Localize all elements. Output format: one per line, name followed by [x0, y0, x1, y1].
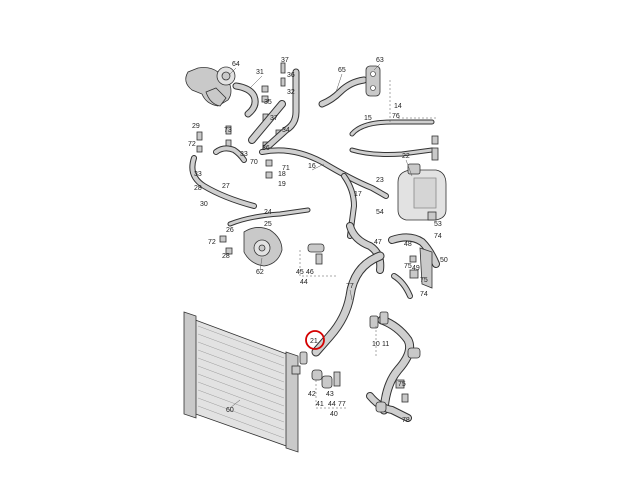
- thermostat-housing: [185, 66, 236, 107]
- callout-75: 75: [404, 263, 412, 270]
- callout-23: 23: [376, 177, 384, 184]
- callout-44b: 44: [328, 401, 336, 408]
- callout-62: 62: [256, 269, 264, 276]
- callout-21: 21: [310, 338, 318, 345]
- callout-16: 16: [308, 163, 316, 170]
- callout-29: 29: [192, 123, 200, 130]
- callout-63: 63: [376, 57, 384, 64]
- callout-77b: 77: [338, 401, 346, 408]
- hoses-upper: [189, 65, 435, 239]
- callout-34: 34: [282, 127, 290, 134]
- callout-46: 46: [306, 269, 314, 276]
- callout-54: 54: [376, 209, 384, 216]
- callout-41: 41: [316, 401, 324, 408]
- expansion-tank: [397, 135, 447, 221]
- callout-75b: 75: [420, 277, 428, 284]
- callout-75c: 75: [398, 381, 406, 388]
- callout-15: 15: [364, 115, 372, 122]
- fittings-45-46: [219, 235, 325, 265]
- callout-42: 42: [308, 391, 316, 398]
- callout-71: 71: [282, 165, 290, 172]
- callout-53: 53: [434, 221, 442, 228]
- callout-19: 19: [278, 181, 286, 188]
- callout-47: 47: [374, 239, 382, 246]
- callout-76: 76: [392, 113, 400, 120]
- callout-65: 65: [338, 67, 346, 74]
- callout-28b: 28: [222, 253, 230, 260]
- callout-18: 18: [278, 171, 286, 178]
- callout-22: 22: [402, 153, 410, 160]
- radiator: [183, 311, 308, 453]
- callout-10: 10: [372, 341, 380, 348]
- callout-48: 48: [404, 241, 412, 248]
- callout-60: 60: [226, 407, 234, 414]
- callout-49: 49: [412, 265, 420, 272]
- hoses-middle: [311, 222, 440, 422]
- callout-40: 40: [330, 411, 338, 418]
- callout-77: 77: [346, 283, 354, 290]
- callout-44: 44: [300, 279, 308, 286]
- callout-labels: 64 31 37 36 32 35 65 63 14 15 76 29 73 3…: [188, 57, 448, 424]
- callout-30: 30: [200, 201, 208, 208]
- fittings-lower: [311, 311, 421, 413]
- callout-73: 73: [224, 127, 232, 134]
- callout-11: 11: [382, 341, 389, 348]
- callout-28: 28: [194, 185, 202, 192]
- callout-35: 35: [264, 99, 272, 106]
- callout-45: 45: [296, 269, 304, 276]
- bracket-50: [409, 247, 433, 289]
- callout-33b: 33: [194, 171, 202, 178]
- water-pump: [243, 227, 283, 267]
- callout-25: 25: [264, 221, 272, 228]
- callout-36b: 36: [262, 145, 270, 152]
- callout-43: 43: [326, 391, 334, 398]
- callout-72: 72: [188, 141, 196, 148]
- callout-17: 17: [354, 191, 362, 198]
- callout-14: 14: [394, 103, 402, 110]
- callout-72b: 72: [208, 239, 216, 246]
- callout-37: 37: [281, 57, 289, 64]
- callout-27: 27: [222, 183, 230, 190]
- callout-70: 70: [250, 159, 258, 166]
- callout-50: 50: [440, 257, 448, 264]
- callout-32: 32: [287, 89, 295, 96]
- callout-74: 74: [434, 233, 442, 240]
- callout-74b: 74: [420, 291, 428, 298]
- callout-26: 26: [226, 227, 234, 234]
- callout-37b: 37: [270, 115, 278, 122]
- highlight-circle-21: [305, 330, 325, 350]
- callout-78: 78: [402, 417, 410, 424]
- callout-24: 24: [264, 209, 272, 216]
- leader-lines: [229, 63, 413, 409]
- callout-33: 33: [240, 151, 248, 158]
- callout-64: 64: [232, 61, 240, 68]
- callout-31: 31: [256, 69, 264, 76]
- group-lines: [299, 80, 438, 409]
- callout-36: 36: [287, 72, 295, 79]
